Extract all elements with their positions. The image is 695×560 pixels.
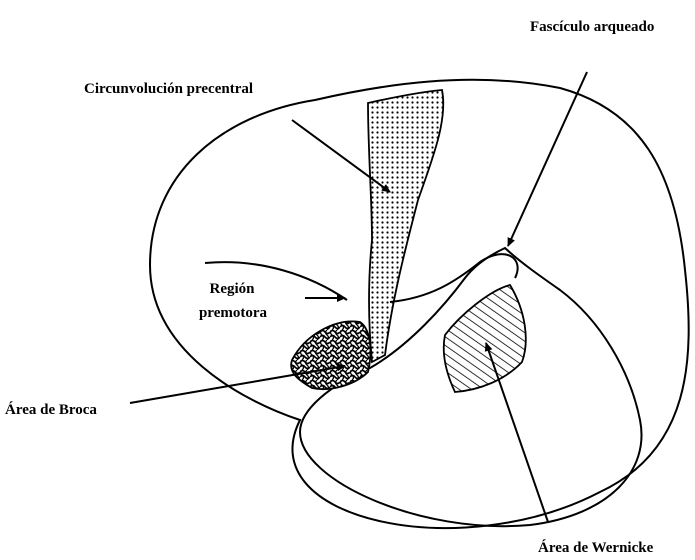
arrow-fasciculo	[508, 72, 587, 246]
wernicke-area	[444, 285, 526, 392]
label-region-line2: premotora	[199, 305, 268, 321]
precentral-gyrus	[368, 90, 443, 362]
label-broca: Área de Broca	[5, 401, 97, 418]
broca-area	[291, 321, 370, 389]
label-circunvolucion: Circunvolución precentral	[84, 81, 253, 97]
arrow-wernicke	[486, 343, 548, 522]
label-wernicke: Área de Wernicke	[538, 539, 654, 556]
label-fasciculo: Fascículo arqueado	[530, 19, 654, 35]
label-region-line1: Región	[210, 281, 256, 297]
